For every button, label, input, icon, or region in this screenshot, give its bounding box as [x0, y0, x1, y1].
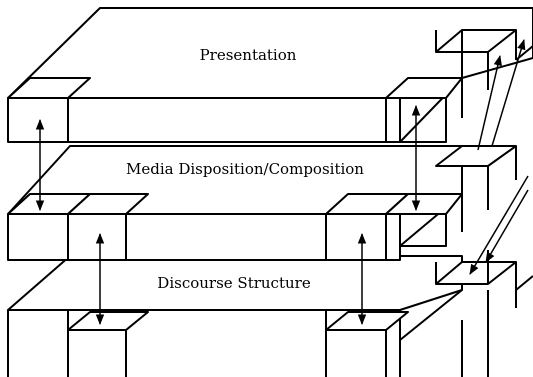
arrow-side-down-1 — [469, 175, 529, 275]
presentation-layer — [7, 7, 533, 143]
media-cell-top — [67, 193, 149, 215]
media-side-block — [435, 145, 517, 167]
discourse-right-stack-edge — [515, 275, 533, 291]
discourse-cell-top — [325, 311, 409, 331]
discourse-cell-top — [67, 311, 149, 331]
arrow-side-up-1 — [477, 54, 502, 151]
discourse-structure-layer — [7, 255, 533, 377]
arrow-side-down-2 — [485, 189, 529, 263]
presentation-layer-label: Presentation — [200, 46, 297, 64]
presentation-layer-front-face — [7, 97, 401, 143]
arrow-side-up-2 — [491, 38, 526, 147]
media-disposition-layer-label: Media Disposition/Composition — [126, 160, 364, 178]
discourse-structure-layer-label: Discourse Structure — [157, 274, 311, 292]
media-right-stack-edge — [400, 214, 447, 247]
media-layer-front-face — [7, 213, 401, 261]
discourse-layer-front-face — [7, 309, 401, 377]
presentation-cell-top — [7, 77, 91, 99]
media-disposition-layer — [7, 145, 517, 285]
